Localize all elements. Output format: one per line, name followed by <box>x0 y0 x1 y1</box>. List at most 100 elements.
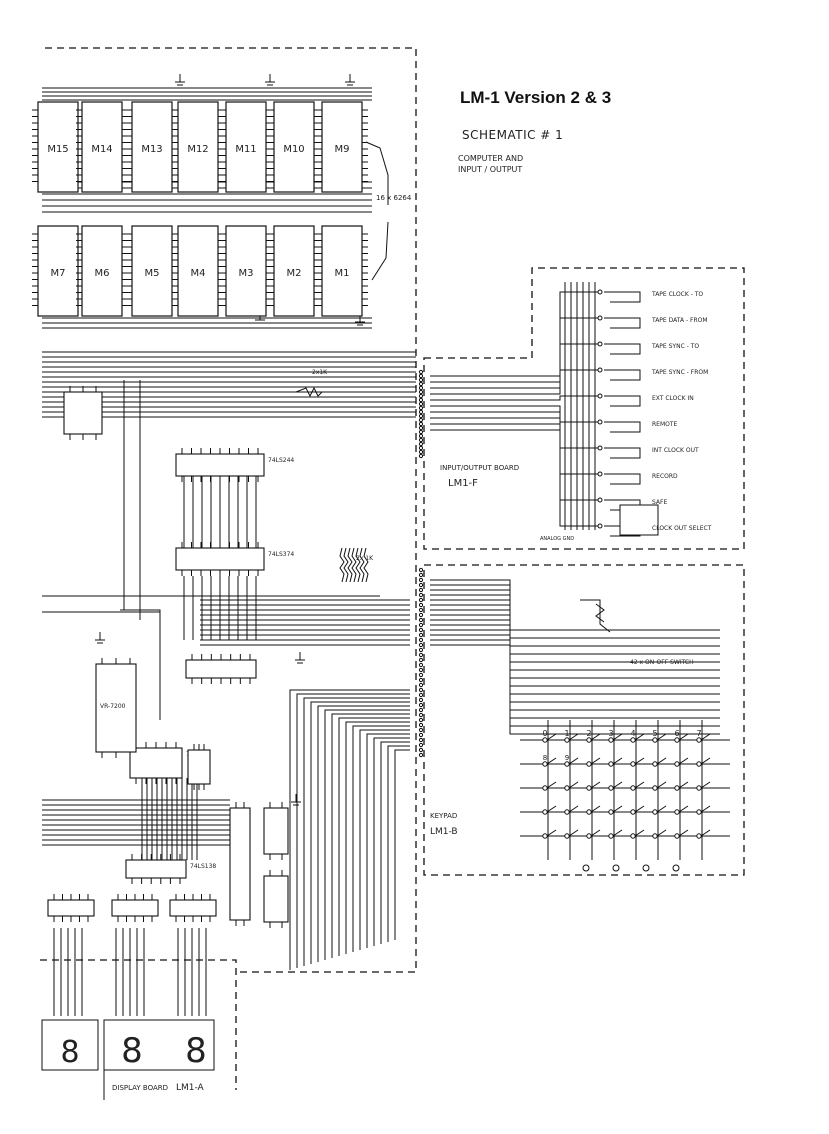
memory-chip-m6: M6 <box>76 225 128 317</box>
keypad-connector-pin <box>418 627 424 633</box>
display-digit-box-2 <box>103 1019 215 1071</box>
keypad-switch <box>608 761 614 767</box>
chip-body <box>81 225 123 317</box>
io-connector-pin <box>418 449 424 455</box>
wiring-layer <box>42 74 730 1100</box>
memory-chip-m5: M5 <box>126 225 178 317</box>
computer-board-outline <box>45 47 417 973</box>
keypad-switch <box>696 737 702 743</box>
chip-body <box>175 453 265 477</box>
chip-body <box>169 899 217 917</box>
io-board-label: INPUT/OUTPUT BOARD <box>440 464 519 472</box>
display-digit: 8 <box>185 1031 207 1071</box>
keypad-key-label: 6 <box>674 729 679 738</box>
memory-chip-m12: M12 <box>172 101 224 193</box>
memory-chip-m1: M1 <box>316 225 368 317</box>
io-jack <box>597 445 603 451</box>
keypad-switch <box>696 785 702 791</box>
chip-body <box>263 875 289 923</box>
chip-body <box>225 225 267 317</box>
keypad-led <box>612 864 620 872</box>
keypad-connector-pin <box>418 737 424 743</box>
keypad-key-label: 8 <box>543 754 547 762</box>
keypad-connector-pin <box>418 722 424 728</box>
io-jack-lead <box>604 421 641 433</box>
switch-lever <box>678 733 689 741</box>
keypad-key-label: 5 <box>652 729 657 738</box>
cpu-interface-chip <box>229 802 251 926</box>
io-jack-lead <box>604 369 641 381</box>
chip-label: M7 <box>51 268 66 279</box>
ground-symbol <box>295 652 305 664</box>
keypad-switch <box>652 809 658 815</box>
switch-lever <box>678 757 689 765</box>
memory-chip-m15: M15 <box>32 101 84 193</box>
io-board-outline <box>423 267 745 550</box>
chip-body <box>185 659 257 679</box>
io-connector-pin <box>418 401 424 407</box>
keypad-switch <box>564 833 570 839</box>
keypad-connector-pin <box>418 677 424 683</box>
switch-lever <box>590 805 601 813</box>
io-connector-pin <box>418 381 424 387</box>
switch-lever <box>634 757 645 765</box>
keypad-connector-pin <box>418 727 424 733</box>
switch-lever <box>612 781 623 789</box>
switch-lever <box>634 733 645 741</box>
keypad-switch <box>564 761 570 767</box>
display-board-label: DISPLAY BOARD <box>112 1084 168 1092</box>
keypad-switch <box>674 785 680 791</box>
chip-label: M13 <box>141 144 162 155</box>
display-driver-2 <box>111 894 159 922</box>
keypad-note: 42 x ON-OFF SWITCH <box>630 659 694 666</box>
switch-lever <box>590 757 601 765</box>
keypad-connector-pin <box>418 697 424 703</box>
keypad-switch <box>696 809 702 815</box>
switch-lever <box>568 733 579 741</box>
keypad-connector-pin <box>418 582 424 588</box>
pot-wire <box>580 599 611 633</box>
keypad-connector-pin <box>418 742 424 748</box>
keypad-board-outline <box>423 564 745 876</box>
keypad-switch <box>630 809 636 815</box>
display-driver-3 <box>169 894 217 922</box>
io-connector-pin <box>418 369 424 375</box>
keypad-key-label: 0 <box>542 729 547 738</box>
keypad-bus <box>352 725 410 952</box>
keypad-bus <box>373 737 410 946</box>
keypad-switch <box>586 809 592 815</box>
chip-label: M14 <box>91 144 112 155</box>
keypad-connector-pin <box>418 637 424 643</box>
resistor-value: 2x1K <box>312 369 328 376</box>
io-signal-label: TAPE SYNC - FROM <box>651 369 708 376</box>
io-signal-label: RECORD <box>652 473 678 480</box>
keypad-bus <box>331 713 410 958</box>
dashed-board-outlines <box>40 47 745 1090</box>
keypad-led <box>672 864 680 872</box>
io-trace <box>430 395 600 401</box>
memory-chip-m7: M7 <box>32 225 84 317</box>
keypad-switch <box>564 809 570 815</box>
chip-body <box>63 391 103 435</box>
potentiometer <box>595 603 605 623</box>
display-digit-box-1 <box>41 1019 99 1071</box>
keypad-trace <box>430 639 720 727</box>
keypad-switch <box>542 761 548 767</box>
memory-chip-m3: M3 <box>220 225 272 317</box>
keypad-connector-pin <box>418 567 424 573</box>
page-title: LM-1 Version 2 & 3 <box>460 88 612 107</box>
keypad-switch <box>586 785 592 791</box>
memory-chip-m14: M14 <box>76 101 128 193</box>
io-signal-label: CLOCK OUT SELECT <box>652 525 712 532</box>
analog-ground-label: ANALOG GND <box>540 536 574 542</box>
chip-label: M1 <box>335 268 350 279</box>
keypad-trace <box>430 619 720 695</box>
keypad-connector-pin <box>418 602 424 608</box>
keypad-switch <box>674 833 680 839</box>
io-signal-label: REMOTE <box>652 421 678 428</box>
display-driver-1 <box>47 894 95 922</box>
keypad-connector-pin <box>418 687 424 693</box>
chip-body <box>177 225 219 317</box>
